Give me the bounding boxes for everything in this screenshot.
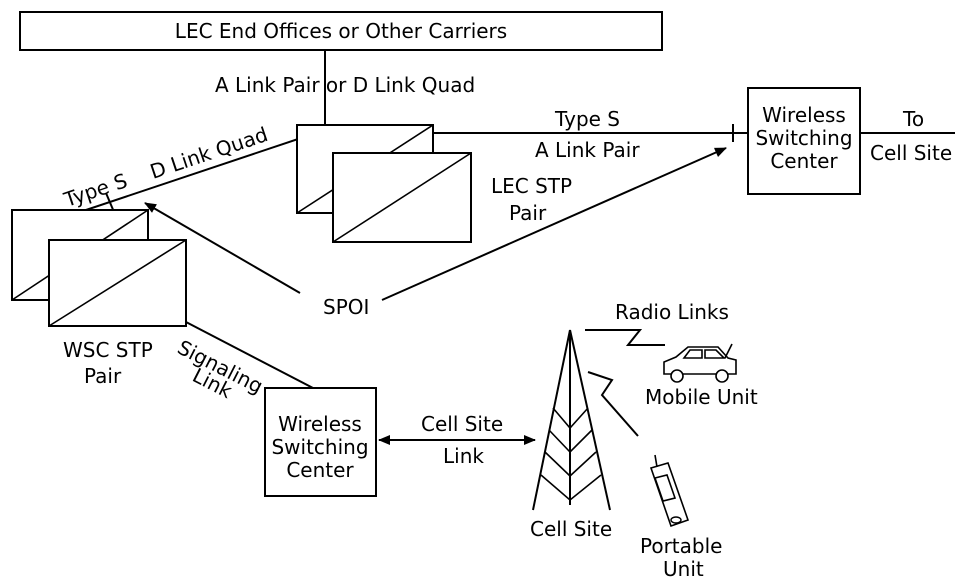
cell-site-right-label: Cell Site	[870, 141, 952, 165]
spoi-label: SPOI	[323, 295, 369, 319]
wsc-bottom-label-line3: Center	[286, 458, 354, 482]
cell-site-link-label-line2: Link	[443, 444, 484, 468]
car-icon	[663, 343, 737, 383]
lec-stp-pair	[296, 124, 472, 243]
radio-link-to-mobile	[585, 329, 665, 346]
radio-links-label: Radio Links	[615, 300, 729, 324]
to-label: To	[902, 107, 924, 131]
type-s-d-link-type-label: Type S	[60, 168, 130, 212]
type-s-d-link-quad-label: D Link Quad	[147, 122, 271, 184]
wsc-top-label-line1: Wireless	[762, 103, 846, 127]
type-s-a-link-label: Type S	[554, 107, 620, 131]
d-link-quad-line	[61, 129, 326, 219]
cell-site-link-label-line1: Cell Site	[421, 412, 503, 436]
type-s-tick-d-link	[105, 192, 115, 213]
lec-stp-label-line1: LEC STP	[491, 174, 572, 198]
portable-unit-label-line2: Unit	[663, 557, 704, 581]
a-link-pair-or-d-link-quad-label: A Link Pair or D Link Quad	[215, 73, 475, 97]
spoi-arrow-a-link	[381, 147, 727, 301]
cell-site-bottom-label: Cell Site	[530, 517, 612, 541]
mobile-unit-label: Mobile Unit	[645, 385, 758, 409]
wsc-stp-label-line2: Pair	[84, 364, 122, 388]
wireless-switching-center-bottom-box	[264, 387, 377, 497]
radio-link-to-portable	[587, 371, 639, 437]
wsc-stp-pair	[11, 209, 187, 327]
lec-end-offices-label: LEC End Offices or Other Carriers	[175, 19, 507, 43]
cell-tower-icon	[532, 329, 611, 511]
portable-unit-label-line1: Portable	[640, 534, 722, 558]
wireless-switching-center-top-box	[747, 87, 861, 195]
spoi-arrow-d-link	[144, 202, 301, 294]
wsc-bottom-label-line2: Switching	[271, 435, 368, 459]
signaling-link-line	[185, 321, 314, 389]
wsc-top-label-line2: Switching	[755, 126, 852, 150]
a-link-pair-label: A Link Pair	[535, 138, 640, 162]
wsc-top-label-line3: Center	[770, 149, 838, 173]
wsc-bottom-label-line1: Wireless	[278, 412, 362, 436]
lec-stp-label-line2: Pair	[509, 201, 547, 225]
wsc-stp-label-line1: WSC STP	[63, 338, 153, 362]
lec-end-offices-box	[19, 11, 663, 51]
portable-phone-icon	[649, 454, 690, 528]
